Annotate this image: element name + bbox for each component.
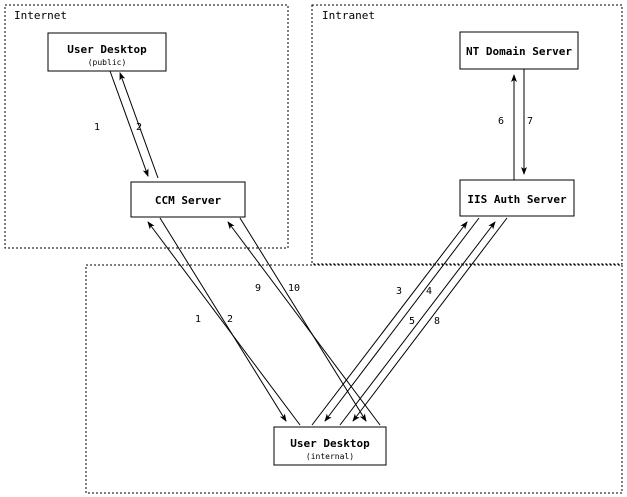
- flow-step-label-7: 7: [527, 116, 533, 127]
- flow-step-label-2-internal: 2: [227, 314, 233, 325]
- zone-intranet: Intranet: [311, 4, 623, 265]
- flow-line-5: [339, 221, 496, 426]
- node-iis-auth-server[interactable]: IIS Auth Server: [459, 179, 575, 217]
- node-user-desktop-internal-title: User Desktop: [290, 437, 370, 450]
- node-nt-domain-server[interactable]: NT Domain Server: [459, 31, 579, 70]
- flow-step-label-4: 4: [426, 286, 432, 297]
- zone-internal-lan-border: [85, 264, 623, 494]
- node-iis-auth-server-title: IIS Auth Server: [467, 193, 567, 206]
- node-iis-auth-server-box[interactable]: [459, 179, 575, 217]
- flow-step-label-3: 3: [396, 286, 402, 297]
- flow-step-label-9: 9: [255, 283, 261, 294]
- flow-step-label-10: 10: [288, 283, 300, 294]
- flow-ccm-internal-desktop-12: [147, 217, 301, 426]
- node-user-desktop-public-box[interactable]: [47, 32, 167, 72]
- flow-line-2-internal: [147, 221, 301, 426]
- flow-step-label-6: 6: [498, 116, 504, 127]
- node-user-desktop-internal-subtitle: (internal): [306, 452, 354, 461]
- flow-line-1-public: [109, 70, 149, 177]
- node-nt-domain-server-title: NT Domain Server: [466, 45, 572, 58]
- node-ccm-server[interactable]: CCM Server: [130, 181, 246, 218]
- flow-line-9: [239, 217, 367, 422]
- flow-step-label-8: 8: [434, 316, 440, 327]
- flow-public-desktop-ccm: [109, 70, 159, 179]
- flow-line-1-internal: [159, 217, 287, 422]
- zone-internal-lan: [85, 264, 623, 494]
- flow-line-3: [311, 221, 468, 426]
- node-ccm-server-title: CCM Server: [155, 194, 222, 207]
- flow-ccm-internal-desktop-910: [227, 217, 381, 426]
- flow-internal-desktop-iis-58: [339, 217, 508, 426]
- flow-step-label-1-internal: 1: [195, 314, 201, 325]
- flow-iis-nt: [511, 69, 527, 180]
- node-user-desktop-public[interactable]: User Desktop (public): [47, 32, 167, 72]
- zone-internet: Internet: [4, 4, 289, 249]
- flow-line-10: [227, 221, 381, 426]
- zone-internet-border: [4, 4, 289, 249]
- node-ccm-server-box[interactable]: [130, 181, 246, 218]
- flow-step-label-2-public: 2: [136, 122, 142, 133]
- zone-intranet-label: Intranet: [322, 9, 375, 22]
- flow-step-label-1-public: 1: [94, 122, 100, 133]
- zone-internet-label: Internet: [14, 9, 67, 22]
- zone-intranet-border: [311, 4, 623, 265]
- flow-step-label-5: 5: [409, 316, 415, 327]
- flow-internal-desktop-iis-34: [311, 217, 480, 426]
- node-user-desktop-public-subtitle: (public): [88, 58, 127, 67]
- node-user-desktop-internal-box[interactable]: [273, 426, 387, 466]
- node-user-desktop-internal[interactable]: User Desktop (internal): [273, 426, 387, 466]
- flow-line-4: [324, 217, 480, 422]
- flow-line-8: [352, 217, 508, 422]
- flow-line-2-public: [119, 72, 159, 179]
- node-nt-domain-server-box[interactable]: [459, 31, 579, 70]
- node-user-desktop-public-title: User Desktop: [67, 43, 147, 56]
